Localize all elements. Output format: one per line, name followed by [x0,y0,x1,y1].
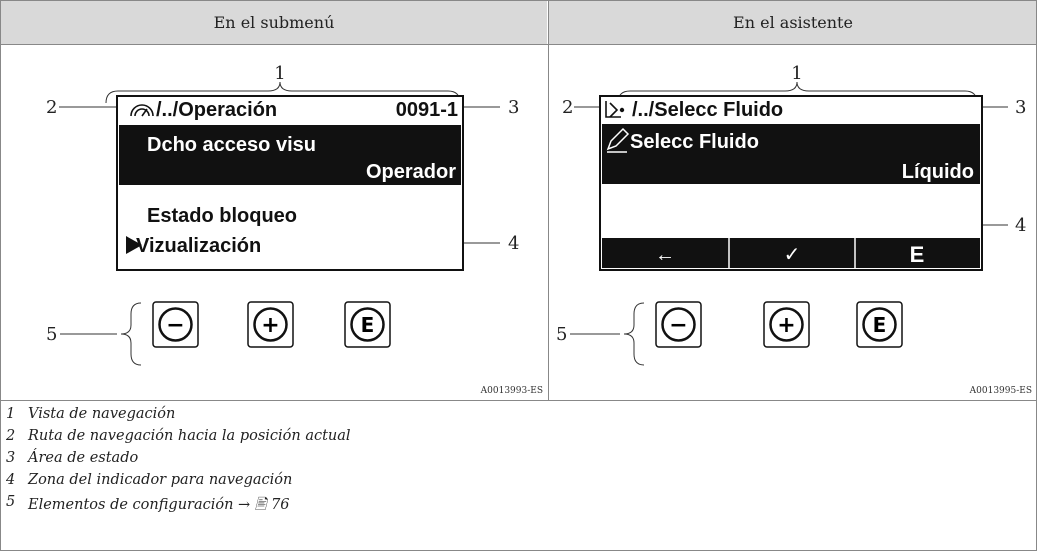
legend-number: 4 [6,472,16,488]
callout-1: 1 [274,63,285,84]
minus-key[interactable]: − [152,301,199,348]
enter-icon [862,307,897,342]
callout-2: 2 [562,97,573,118]
plus-key-label: + [777,313,795,338]
callout-1: 1 [791,63,802,84]
plus-key[interactable]: + [763,301,810,348]
selected-row-highlight [119,125,461,185]
display-path: /../Selecc Fluido [632,99,783,121]
legend-number: 3 [6,450,16,466]
softkey-back[interactable]: ← [655,244,675,266]
image-code-left: A0013993-ES [480,386,543,396]
brace-operating-elements [120,302,142,366]
more-items-arrow-icon [126,236,142,254]
legend-text: Ruta de navegación hacia la posición act… [28,428,351,444]
gauge-icon [130,104,154,117]
legend-number: 5 [6,494,16,510]
plus-key-label: + [261,313,279,338]
softkey-bar [602,238,980,268]
legend-text: Zona del indicador para navegación [28,472,293,488]
legend-text: Área de estado [28,450,139,466]
wizard-figure: 1 2 3 4 /../Selecc Fluido Selecc Fluido [556,63,1032,396]
panel-heading-wizard: En el asistente [549,0,1037,44]
softkey-confirm[interactable]: ✓ [784,242,801,266]
brace-navigation-view [617,81,978,104]
callout-5: 5 [556,324,567,345]
image-code-right: A0013995-ES [969,386,1032,396]
enter-key-label: E [873,313,887,337]
minus-key-label: − [166,313,184,338]
wizard-parameter-title: Selecc Fluido [630,131,759,153]
brace-navigation-view [105,81,461,104]
callout-2: 2 [46,97,57,118]
softkey-enter[interactable]: E [910,242,925,267]
menu-item-vizualizacion[interactable]: Vizualización [136,235,261,257]
enter-key[interactable]: E [344,301,391,348]
legend-text[interactable]: Elementos de configuración → 🖹 76 [28,497,290,513]
callout-3: 3 [1015,97,1026,118]
menu-item-dcho-acceso[interactable]: Dcho acceso visu [147,134,316,156]
legend-text: Vista de navegación [28,406,176,422]
edit-pencil-icon [606,127,630,153]
wizard-path-icon [605,101,625,118]
legend-number: 1 [6,406,16,422]
minus-icon [158,307,193,342]
plus-icon [253,307,288,342]
enter-key-label: E [361,313,375,337]
selected-row-highlight [602,124,980,184]
plus-key[interactable]: + [247,301,294,348]
minus-icon [661,307,696,342]
wizard-parameter-value[interactable]: Líquido [902,161,974,183]
callout-4: 4 [1015,215,1026,236]
minus-key[interactable]: − [655,301,702,348]
callout-3: 3 [508,97,519,118]
submenu-figure: 1 2 3 4 /../Operación 0091-1 Dcho acceso… [46,63,543,396]
enter-key[interactable]: E [856,301,903,348]
status-area: 0091-1 [396,99,458,121]
callout-4: 4 [508,233,519,254]
legend-number: 2 [6,428,16,444]
menu-item-value: Operador [366,161,456,183]
minus-key-label: − [669,313,687,338]
plus-icon [769,307,804,342]
enter-icon [350,307,385,342]
panel-heading-submenu: En el submenú [1,0,547,44]
menu-item-estado-bloqueo[interactable]: Estado bloqueo [147,205,297,227]
callout-5: 5 [46,324,57,345]
brace-operating-elements [623,302,645,366]
display-path: /../Operación [156,99,277,121]
